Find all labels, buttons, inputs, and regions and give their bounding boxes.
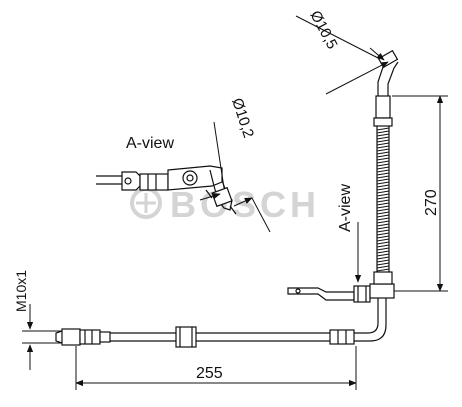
braid-stripe <box>376 268 390 272</box>
braid-stripe <box>376 127 390 131</box>
braid-stripe <box>376 151 390 155</box>
braid-stripe <box>376 244 390 248</box>
braid-stripe <box>376 190 390 194</box>
braid-stripe <box>376 202 390 206</box>
braid-stripe <box>376 211 390 215</box>
a-view-arrow-label: A-view <box>337 184 354 232</box>
braid-stripe <box>376 241 390 245</box>
braid-stripe <box>376 208 390 212</box>
braid-stripe <box>376 148 390 152</box>
mounting-bracket <box>287 283 395 303</box>
braid-stripe <box>376 154 390 158</box>
braid-stripe <box>376 172 390 176</box>
braid-stripe <box>376 187 390 191</box>
braid-stripe <box>376 223 390 227</box>
braid-stripe <box>376 259 390 263</box>
watermark-text: BOSCH <box>170 184 320 225</box>
braid-stripe <box>376 193 390 197</box>
braid-stripe <box>376 133 390 137</box>
hose-braid <box>376 127 390 272</box>
braid-stripe <box>376 205 390 209</box>
braid-stripe <box>376 175 390 179</box>
a-view-detail <box>96 165 237 215</box>
braid-stripe <box>376 262 390 266</box>
braid-stripe <box>376 166 390 170</box>
thread-size-label: M10x1 <box>13 270 29 312</box>
braid-stripe <box>376 157 390 161</box>
diameter-mid-label: Ø10,2 <box>228 96 257 140</box>
braid-stripe <box>376 163 390 167</box>
braid-stripe <box>376 142 390 146</box>
braid-stripe <box>376 196 390 200</box>
braid-stripe <box>376 139 390 143</box>
braid-stripe <box>376 145 390 149</box>
braid-stripe <box>376 169 390 173</box>
braid-stripe <box>376 214 390 218</box>
braid-stripe <box>376 220 390 224</box>
braid-stripe <box>376 184 390 188</box>
braid-stripe <box>376 232 390 236</box>
braid-stripe <box>376 256 390 260</box>
braid-stripe <box>376 247 390 251</box>
braid-stripe <box>376 250 390 254</box>
braid-stripe <box>376 253 390 257</box>
braid-stripe <box>376 181 390 185</box>
bosch-watermark: BOSCH <box>130 184 320 225</box>
braid-stripe <box>376 265 390 269</box>
braid-stripe <box>376 160 390 164</box>
braid-stripe <box>376 238 390 242</box>
braid-stripe <box>376 229 390 233</box>
vertical-hose <box>373 49 399 285</box>
dimension-lines <box>22 15 448 390</box>
braid-stripe <box>376 235 390 239</box>
braid-stripe <box>376 217 390 221</box>
horizontal-hose <box>55 298 387 348</box>
diameter-top-label: Ø10,5 <box>306 8 340 52</box>
braid-stripe <box>376 136 390 140</box>
a-view-title: A-view <box>126 135 174 152</box>
braid-stripe <box>376 130 390 134</box>
braid-stripe <box>376 178 390 182</box>
horizontal-length-label: 255 <box>196 365 223 382</box>
braid-stripe <box>376 199 390 203</box>
braid-stripe <box>376 226 390 230</box>
vertical-length-label: 270 <box>423 189 440 216</box>
